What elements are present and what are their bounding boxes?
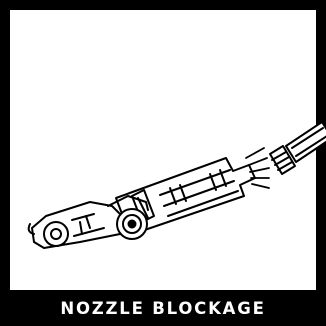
caption-bar: NOZZLE BLOCKAGE <box>0 290 326 326</box>
flashlight-icon <box>269 121 326 175</box>
light-rays-icon <box>245 147 270 189</box>
caption-title: NOZZLE BLOCKAGE <box>60 298 266 318</box>
nozzle-head-icon <box>27 195 149 249</box>
vacuum-nozzle-with-flashlight-icon <box>27 121 326 249</box>
vacuum-wand-icon <box>115 157 256 236</box>
